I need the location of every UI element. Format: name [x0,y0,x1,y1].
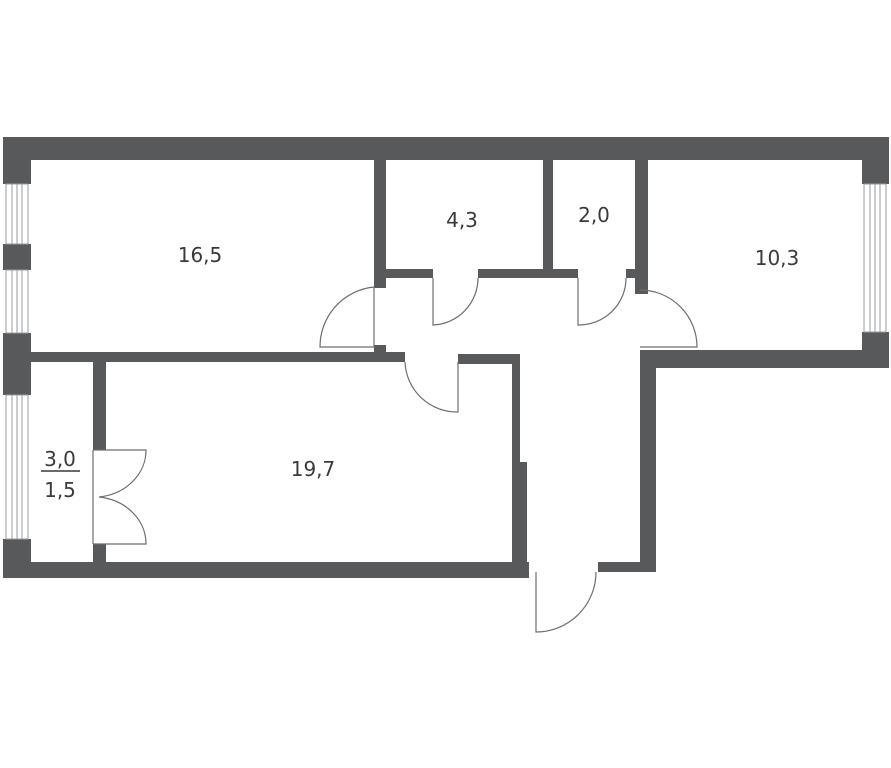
door-entrance [535,571,597,633]
left-wall-mid-segment [3,333,31,395]
balcony-reduced-area-label: 1,5 [44,478,76,502]
wall-room-16-5-right-stub [374,345,386,356]
outer-walls [3,137,889,578]
wall-room-4-3-bottom-left [386,269,433,278]
door-room-4-3 [432,277,479,326]
bottom-wall [3,562,529,578]
entry-right-stub [598,562,656,572]
door-room-16-5 [319,286,375,348]
windows [5,183,887,540]
door-room-10-3 [639,289,698,348]
top-wall [3,137,889,160]
wall-room-19-7-top-right [458,354,520,364]
wall-balcony-right-upper [93,362,106,450]
room-label-10-3: 10,3 [755,246,800,270]
room-label-4-3: 4,3 [446,208,478,232]
window-right [863,183,887,333]
left-wall-top-segment [3,137,31,184]
room-label-2-0: 2,0 [578,203,610,227]
window-left-upper [5,183,29,245]
room-label-16-5: 16,5 [178,243,223,267]
left-wall-pier [3,244,31,270]
wall-room-10-3-left [635,158,648,294]
wall-room-16-5-right [374,158,386,288]
wall-room-4-3-bottom-right [478,269,578,278]
wall-room-16-5-bottom [31,352,405,362]
wall-balcony-right-lower [93,544,106,566]
door-balcony [92,449,147,545]
balcony-area-label: 3,0 [44,447,76,471]
room-label-19-7: 19,7 [291,457,336,481]
window-left-lower [5,269,29,334]
entry-right-wall [640,350,656,572]
interior-walls [31,158,648,574]
right-room-bottom-wall [645,350,889,368]
doors [92,277,698,633]
right-wall-top-segment [862,137,889,184]
window-balcony [5,394,29,540]
door-room-2-0 [577,277,627,326]
wall-room-19-7-right [512,354,520,572]
door-room-19-7 [404,361,459,413]
wall-room-2-0-bottom-right [626,269,640,278]
wall-room-19-7-right-thick [517,462,527,574]
wall-between-4-3-and-2-0 [543,158,553,278]
room-labels: 16,5 4,3 2,0 10,3 19,7 3,0 1,5 [41,203,799,502]
